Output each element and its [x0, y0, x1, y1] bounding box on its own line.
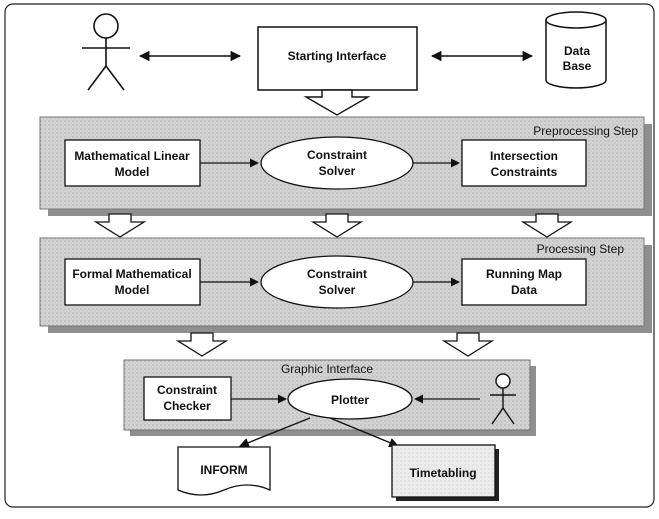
processing-constraint-solver-ellipse: Constraint Solver	[260, 255, 414, 309]
timetabling-output: Timetabling	[391, 444, 499, 501]
plotter-inform-arrow	[239, 417, 311, 448]
plotter-timetabling-arrow	[329, 417, 399, 448]
pre-to-proc-arrow-left	[93, 213, 147, 238]
operator-figure-icon	[490, 373, 516, 425]
starting-interface-box: Starting Interface	[257, 26, 418, 91]
preprocessing-output-line2: Constraints	[491, 165, 558, 179]
processing-solver-line1: Constraint	[307, 267, 367, 281]
constraint-checker-line2: Checker	[163, 399, 211, 413]
starting-interface-label: Starting Interface	[288, 49, 387, 63]
processing-model-line1: Formal Mathematical	[72, 267, 191, 281]
constraint-checker-line1: Constraint	[157, 383, 217, 397]
plotter-ellipse: Plotter	[287, 378, 413, 420]
preprocessing-solver-line1: Constraint	[307, 148, 367, 162]
pre-to-proc-arrow-center	[310, 213, 364, 238]
processing-solver-line2: Solver	[319, 283, 356, 297]
intersection-constraints-box: Intersection Constraints	[461, 139, 587, 187]
database-label-line2: Base	[563, 59, 592, 73]
timetabling-label: Timetabling	[409, 466, 476, 480]
database-cylinder: Data Base	[545, 11, 607, 89]
inform-document: INFORM	[177, 446, 271, 496]
preprocessing-model-line1: Mathematical Linear	[74, 149, 190, 163]
preprocessing-solver-line2: Solver	[319, 164, 356, 178]
plotter-label: Plotter	[331, 393, 369, 407]
processing-output-line2: Data	[511, 283, 537, 297]
formal-mathematical-model-box: Formal Mathematical Model	[64, 258, 201, 306]
proc-to-graphic-arrow-left	[175, 332, 229, 357]
preprocessing-output-line1: Intersection	[490, 149, 558, 163]
processing-step-title: Processing Step	[537, 242, 625, 256]
inform-label: INFORM	[200, 463, 247, 477]
constraint-checker-box: Constraint Checker	[143, 376, 232, 421]
running-map-data-box: Running Map Data	[461, 258, 587, 306]
preprocessing-constraint-solver-ellipse: Constraint Solver	[260, 136, 414, 190]
graphic-interface-title: Graphic Interface	[281, 362, 373, 376]
database-label-line1: Data	[564, 44, 590, 58]
proc-to-graphic-arrow-right	[441, 332, 495, 357]
preprocessing-step-title: Preprocessing Step	[533, 124, 638, 138]
start-down-arrow	[303, 89, 371, 116]
mathematical-linear-model-box: Mathematical Linear Model	[64, 139, 201, 187]
pre-to-proc-arrow-right	[520, 213, 574, 238]
preprocessing-model-line2: Model	[115, 165, 150, 179]
user-figure-icon	[82, 13, 130, 91]
processing-output-line1: Running Map	[486, 267, 562, 281]
processing-model-line2: Model	[115, 283, 150, 297]
